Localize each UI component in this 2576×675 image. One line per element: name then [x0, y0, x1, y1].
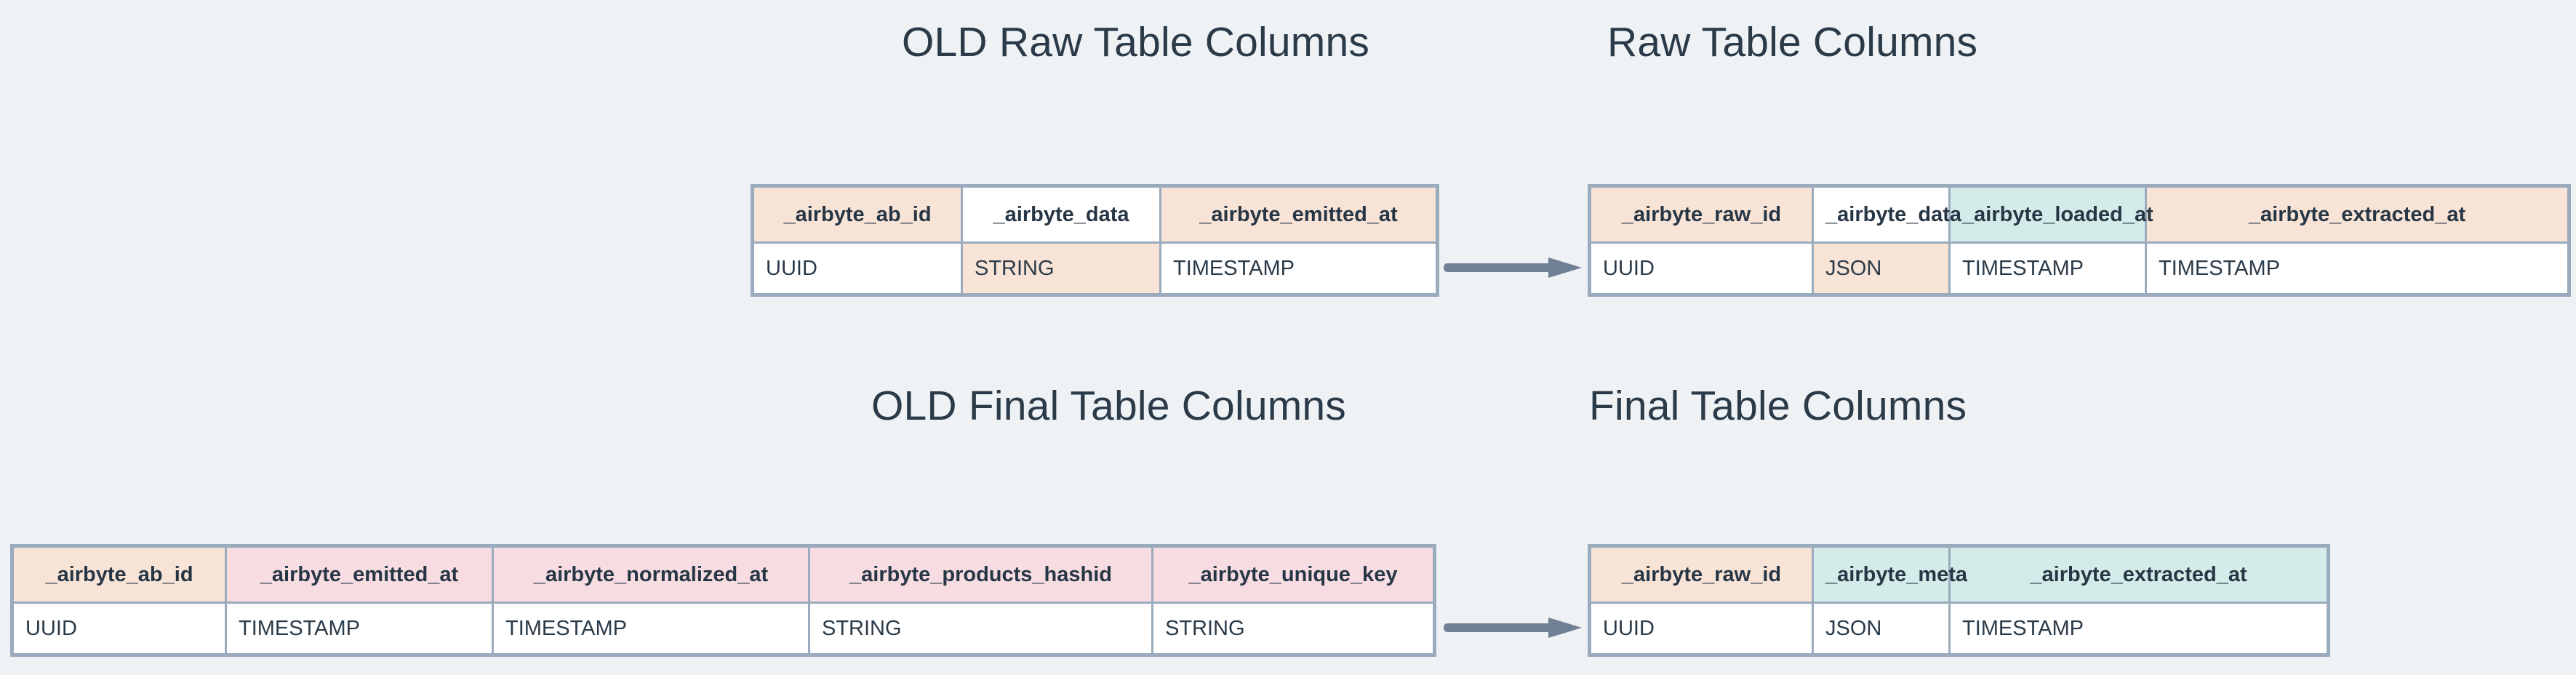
raw-transform-arrow-icon — [1444, 253, 1582, 282]
column-type-cell: UUID — [1588, 602, 1814, 656]
column-type-cell: TIMESTAMP — [1948, 241, 2147, 296]
final-transform-arrow-icon — [1444, 613, 1582, 642]
old-final-columns-table: _airbyte_ab_id_airbyte_emitted_at_airbyt… — [10, 544, 1436, 657]
column-type-cell: TIMESTAMP — [492, 602, 810, 656]
column-name-cell: _airbyte_ab_id — [11, 545, 227, 604]
column-type-cell: STRING — [808, 602, 1153, 656]
column-name-row: _airbyte_ab_id_airbyte_data_airbyte_emit… — [751, 185, 1439, 244]
column-name-cell: _airbyte_emitted_at — [1159, 185, 1439, 244]
old-raw-columns-table: _airbyte_ab_id_airbyte_data_airbyte_emit… — [751, 184, 1439, 297]
column-type-cell: JSON — [1812, 241, 1951, 296]
new-final-table-title: Final Table Columns — [1589, 383, 1967, 429]
new-raw-columns-table: _airbyte_raw_id_airbyte_data_airbyte_loa… — [1588, 184, 2571, 297]
old-final-table-body: _airbyte_ab_id_airbyte_emitted_at_airbyt… — [11, 545, 1436, 656]
column-name-cell: _airbyte_ab_id — [751, 185, 963, 244]
column-name-cell: _airbyte_data — [961, 185, 1161, 244]
column-name-cell: _airbyte_emitted_at — [225, 545, 494, 604]
column-name-row: _airbyte_raw_id_airbyte_data_airbyte_loa… — [1588, 185, 2570, 244]
column-type-cell: TIMESTAMP — [225, 602, 494, 656]
column-name-row: _airbyte_raw_id_airbyte_meta_airbyte_ext… — [1588, 545, 2329, 604]
column-type-cell: TIMESTAMP — [1948, 602, 2329, 656]
column-name-cell: _airbyte_raw_id — [1588, 545, 1814, 604]
new-final-table-body: _airbyte_raw_id_airbyte_meta_airbyte_ext… — [1588, 545, 2329, 656]
old-raw-table-title: OLD Raw Table Columns — [902, 19, 1370, 65]
column-name-cell: _airbyte_extracted_at — [1948, 545, 2329, 604]
old-final-table-title: OLD Final Table Columns — [871, 383, 1347, 429]
old-raw-table-body: _airbyte_ab_id_airbyte_data_airbyte_emit… — [751, 185, 1439, 296]
column-type-cell: UUID — [11, 602, 227, 656]
column-type-cell: STRING — [961, 241, 1161, 296]
column-type-cell: UUID — [751, 241, 963, 296]
column-type-cell: TIMESTAMP — [2145, 241, 2570, 296]
column-type-cell: JSON — [1812, 602, 1951, 656]
column-name-cell: _airbyte_data — [1812, 185, 1961, 244]
new-final-columns-table: _airbyte_raw_id_airbyte_meta_airbyte_ext… — [1588, 544, 2330, 657]
column-type-cell: TIMESTAMP — [1159, 241, 1439, 296]
column-name-cell: _airbyte_unique_key — [1151, 545, 1436, 604]
column-name-cell: _airbyte_normalized_at — [492, 545, 810, 604]
column-name-cell: _airbyte_products_hashid — [808, 545, 1153, 604]
column-name-cell: _airbyte_loaded_at — [1948, 185, 2153, 244]
column-name-cell: _airbyte_extracted_at — [2145, 185, 2570, 244]
column-type-cell: UUID — [1588, 241, 1814, 296]
column-name-cell: _airbyte_meta — [1812, 545, 1967, 604]
column-name-cell: _airbyte_raw_id — [1588, 185, 1814, 244]
new-raw-table-body: _airbyte_raw_id_airbyte_data_airbyte_loa… — [1588, 185, 2570, 296]
column-name-row: _airbyte_ab_id_airbyte_emitted_at_airbyt… — [11, 545, 1436, 604]
new-raw-table-title: Raw Table Columns — [1607, 19, 1978, 65]
column-type-cell: STRING — [1151, 602, 1436, 656]
